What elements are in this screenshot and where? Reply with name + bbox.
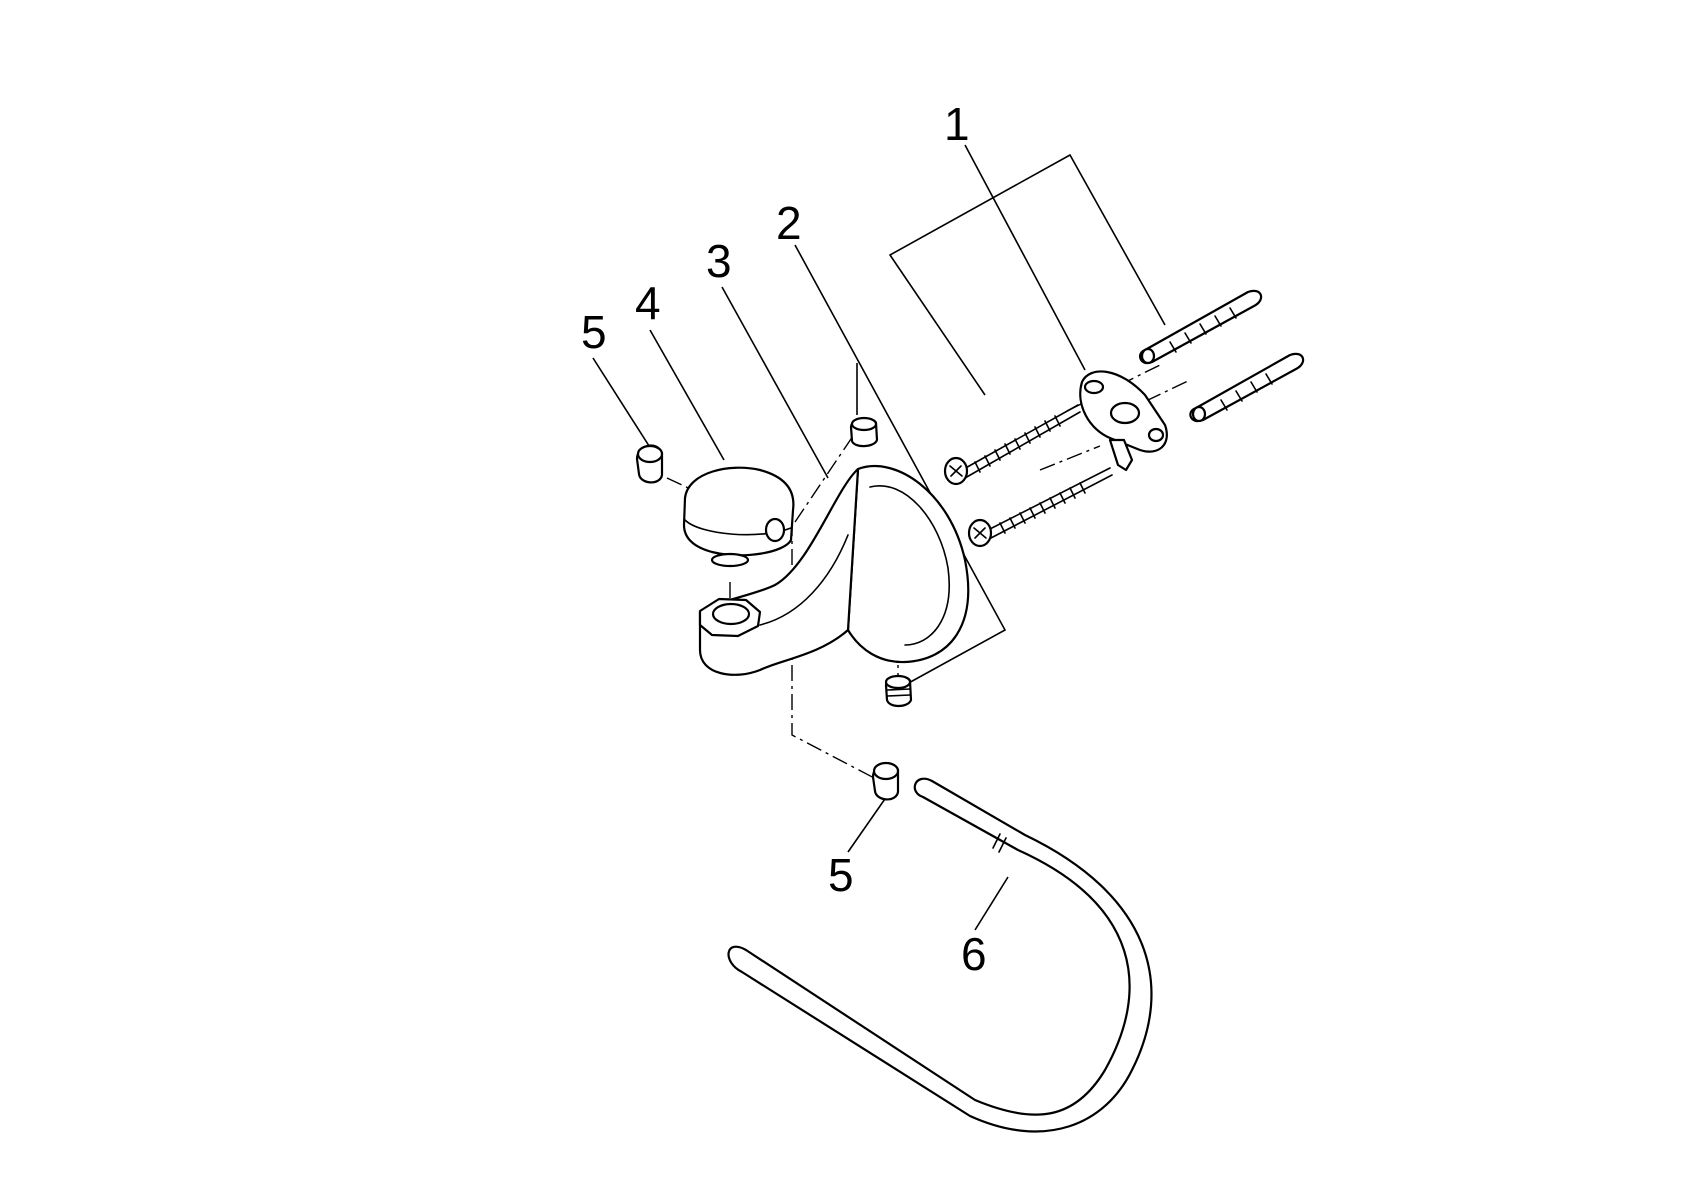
wall-plug-bottom [1189,352,1305,423]
mounting-plate [1079,370,1168,472]
sleeve-top [635,444,664,484]
callout-5-bottom: 5 [828,849,854,901]
callout-3: 3 [706,235,732,287]
holder-bar [727,777,1153,1133]
wall-plug-top [1139,289,1263,365]
leader-lines [592,144,1166,931]
grub-screw-bottom [884,674,913,708]
callout-4: 4 [635,277,661,329]
grub-screw-top [849,416,879,448]
wall-mount-arm [698,464,970,676]
callout-2: 2 [776,197,802,249]
screw-bottom [967,467,1113,548]
cap-knob [682,466,795,568]
callout-6: 6 [961,928,987,980]
sleeve-bottom [871,761,900,801]
screw-top [943,404,1081,486]
callout-5-top: 5 [581,306,607,358]
callout-1: 1 [944,98,970,150]
